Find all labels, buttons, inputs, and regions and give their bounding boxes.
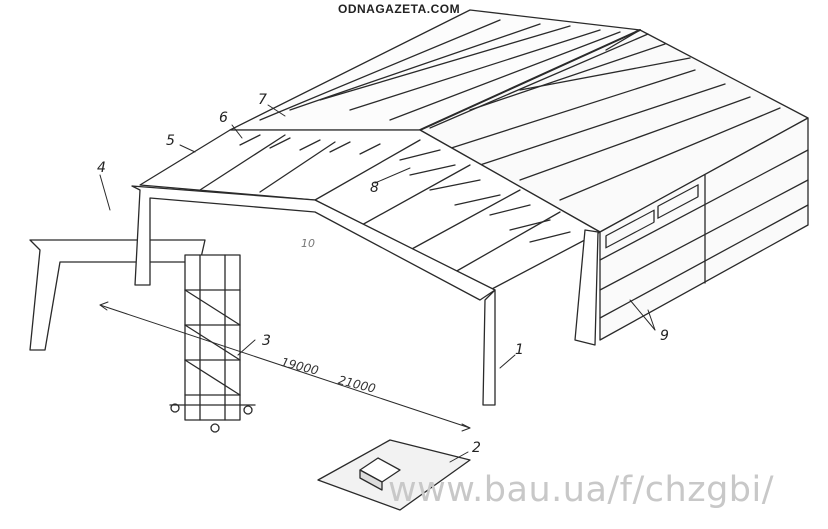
scaffold-tower	[169, 254, 256, 433]
watermark-top: ODNAGAZETA.COM	[338, 2, 461, 16]
callout-4: 4	[97, 160, 106, 176]
callout-1: 1	[515, 342, 524, 358]
end-wall-panels	[599, 117, 809, 341]
callout-8: 8	[370, 180, 379, 196]
roof-ridge	[419, 29, 641, 131]
foundation-block	[317, 439, 471, 511]
callout-9: 9	[660, 328, 669, 344]
watermark-bottom: www.bau.ua/f/chzgbi/	[388, 470, 775, 510]
roof-left-slope	[229, 9, 641, 131]
callout-10: 10	[301, 237, 315, 250]
callout-7: 7	[258, 92, 267, 108]
dimension-line	[99, 301, 471, 432]
front-frame	[29, 185, 599, 406]
leader-lines	[99, 104, 656, 463]
callout-5: 5	[166, 133, 175, 149]
callout-3: 3	[262, 333, 271, 349]
callout-6: 6	[219, 110, 228, 126]
callout-2: 2	[472, 440, 481, 456]
